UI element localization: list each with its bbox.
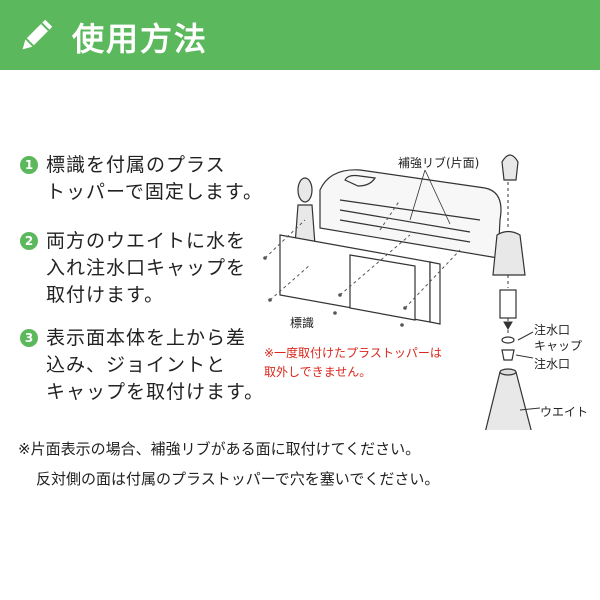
step-3: 3 表示面本体を上から差 込み、ジョイントと キャップを取付けます。 xyxy=(20,325,264,406)
label-inlet-cap-line1: 注水口 xyxy=(534,323,571,337)
label-reinforcement-rib: 補強リブ(片面) xyxy=(398,156,480,170)
footnote-line: ※片面表示の場合、補強リブがある面に取付けてください。 xyxy=(18,440,421,458)
assembly-diagram xyxy=(263,154,541,430)
page-title: 使用方法 xyxy=(72,20,209,58)
warning-note: ※一度取付けたプラストッパーは 取外しできません。 xyxy=(264,346,442,379)
pencil-icon xyxy=(22,19,53,50)
step-text: 表示面本体を上から差 込み、ジョイントと キャップを取付けます。 xyxy=(46,327,265,403)
step-number-badge: 2 xyxy=(20,232,38,250)
label-sign: 標識 xyxy=(290,316,315,330)
label-inlet-cap-line2: キャップ xyxy=(534,339,583,353)
step-number-badge: 3 xyxy=(20,329,38,347)
footnote: ※片面表示の場合、補強リブがある面に取付けてください。 反対側の面は付属のプラス… xyxy=(18,434,439,494)
step-text: 両方のウエイトに水を 入れ注水口キャップを 取付けます。 xyxy=(46,230,247,306)
label-weight: ウエイト xyxy=(540,405,589,419)
step-number-badge: 1 xyxy=(20,156,38,174)
step-text: 標識を付属のプラス トッパーで固定します。 xyxy=(46,154,263,203)
footnote-line: 反対側の面は付属のプラストッパーで穴を塞いでください。 xyxy=(36,470,440,488)
step-1: 1 標識を付属のプラス トッパーで固定します。 xyxy=(20,152,263,206)
section-header: 使用方法 xyxy=(0,0,600,70)
label-inlet: 注水口 xyxy=(534,357,571,371)
step-2: 2 両方のウエイトに水を 入れ注水口キャップを 取付けます。 xyxy=(20,228,246,309)
